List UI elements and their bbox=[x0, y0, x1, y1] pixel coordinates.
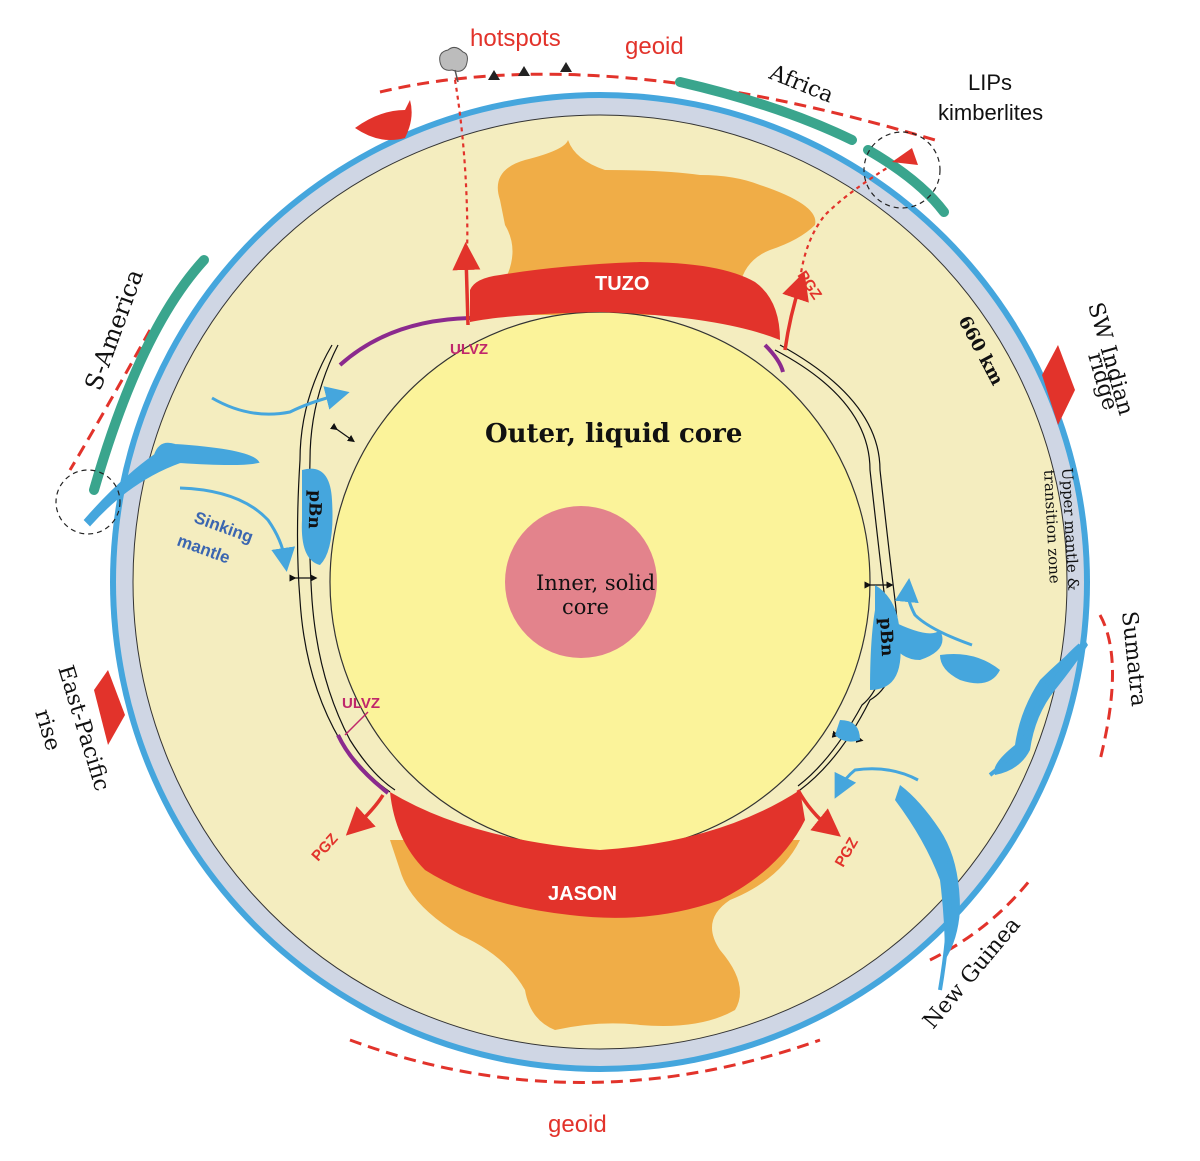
hotspot-markers bbox=[488, 62, 572, 80]
label-inner-core-2: core bbox=[562, 595, 609, 619]
label-ulvz-bottom: ULVZ bbox=[342, 695, 380, 712]
lip-marker bbox=[892, 148, 918, 165]
label-lips: LIPs bbox=[968, 70, 1012, 95]
label-kimberlites: kimberlites bbox=[938, 100, 1043, 125]
plume-paths bbox=[453, 79, 901, 281]
label-outer-core: Outer, liquid core bbox=[485, 419, 742, 449]
label-rise: rise bbox=[29, 706, 65, 753]
label-inner-core-1: Inner, solid bbox=[536, 571, 655, 595]
geoid-anomaly-top bbox=[68, 72, 936, 471]
label-transition-zone: transition zone bbox=[1040, 469, 1064, 584]
label-africa: Africa bbox=[765, 60, 837, 109]
jason-llsvp bbox=[390, 790, 805, 918]
label-ulvz-top: ULVZ bbox=[450, 341, 488, 358]
hotspot-cloud-icon bbox=[439, 46, 468, 83]
tuzo-llsvp bbox=[470, 262, 780, 340]
label-geoid-top: geoid bbox=[625, 33, 684, 60]
plume-arrows bbox=[345, 242, 841, 837]
label-pbn-right: pBn bbox=[875, 617, 897, 657]
subducting-slabs bbox=[83, 442, 1088, 960]
slab-line-right bbox=[988, 643, 1082, 777]
label-geoid-bottom: geoid bbox=[548, 1111, 607, 1138]
slab-line-bottom bbox=[898, 788, 953, 991]
mantle-flow-arrows bbox=[179, 386, 973, 799]
continents bbox=[89, 77, 949, 495]
geoid-anomaly-bottom bbox=[349, 614, 1114, 1084]
label-sumatra: Sumatra bbox=[1116, 610, 1151, 708]
label-pbn-left: pBn bbox=[304, 490, 325, 529]
label-hotspots: hotspots bbox=[470, 25, 561, 52]
subduction-highlight-circle bbox=[55, 469, 121, 535]
ulvz-top bbox=[338, 316, 471, 367]
ocean-ridges bbox=[94, 100, 1075, 745]
ulvz-right bbox=[763, 343, 785, 373]
inner-core bbox=[505, 506, 657, 658]
label-jason: JASON bbox=[548, 883, 617, 905]
label-tuzo: TUZO bbox=[595, 273, 649, 295]
lip-highlight-circle bbox=[863, 131, 941, 209]
ulvz-bottom bbox=[336, 734, 390, 795]
ulvz-bottom-pointer bbox=[344, 711, 369, 736]
